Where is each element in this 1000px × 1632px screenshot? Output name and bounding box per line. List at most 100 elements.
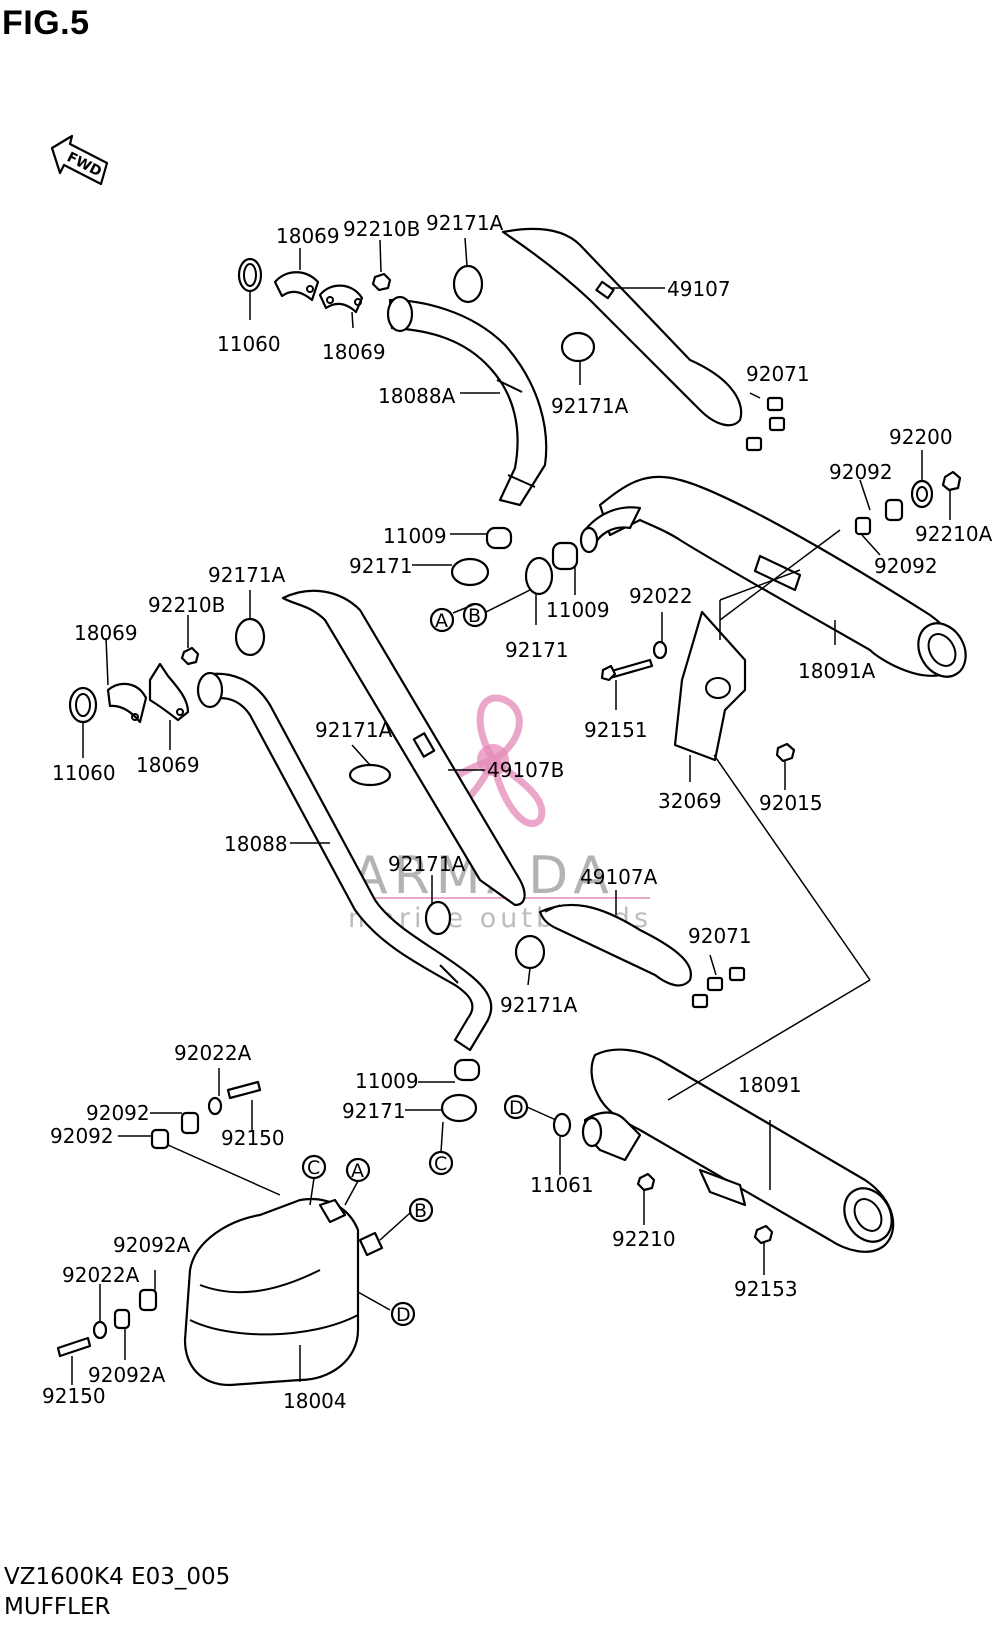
- fwd-arrow-icon: FWD: [50, 134, 109, 186]
- exhaust-pipe-18088: [203, 672, 493, 1052]
- label-92171-top-1: 92171: [349, 554, 413, 578]
- clamp-92171-lower: [440, 1093, 478, 1123]
- section-name: MUFFLER: [4, 1594, 111, 1620]
- ref-a-chamber: A: [351, 1160, 364, 1182]
- muffler-bracket-lower: [698, 1168, 747, 1207]
- bolt-92153: [753, 1224, 774, 1245]
- chamber-18004-assembly: [56, 1080, 384, 1387]
- label-92071-middle: 92071: [688, 924, 752, 948]
- damper-92092-upper: [884, 498, 904, 522]
- ref-a-upper: A: [435, 610, 448, 632]
- washer-92022: [652, 640, 668, 660]
- label-92092-bottom-2: 92092: [50, 1124, 114, 1148]
- label-92171a-middle-1: 92171A: [208, 563, 286, 587]
- label-18088a: 18088A: [378, 384, 456, 408]
- ref-c-chamber: C: [307, 1157, 320, 1179]
- flange-18069-top-b: [318, 284, 364, 314]
- ref-b-chamber: B: [414, 1200, 427, 1222]
- figure-title: FIG.5: [2, 4, 90, 42]
- damper-92092a-lower: [113, 1308, 131, 1330]
- nut-92210b-top: [371, 272, 392, 292]
- clamp-92171-b: [524, 556, 554, 596]
- label-92200: 92200: [889, 425, 953, 449]
- washer-92022a-top: [207, 1096, 223, 1116]
- label-92210b-middle: 92210B: [148, 593, 225, 617]
- washer-92022a-bottom: [92, 1320, 108, 1340]
- label-92171a-middle-3: 92171A: [388, 852, 466, 876]
- exhaust-pipe-18088a: [388, 298, 548, 507]
- ref-d-chamber: D: [396, 1304, 411, 1326]
- muffler-18091-assembly: [440, 1048, 895, 1253]
- flange-18069-top-a: [273, 271, 320, 302]
- label-18069-top-1: 18069: [276, 224, 340, 248]
- label-11009-top-1: 11009: [383, 524, 447, 548]
- reference-markers: A B C D C A B D: [301, 589, 557, 1327]
- label-92171-bottom: 92171: [342, 1099, 406, 1123]
- gasket-11009-a: [485, 526, 513, 550]
- label-92171a-middle-4: 92171A: [500, 993, 578, 1017]
- clamp-92171a-middle-2: [348, 763, 392, 787]
- clamp-92171a-top-1: [452, 264, 484, 304]
- label-92151: 92151: [584, 718, 648, 742]
- label-49107a: 49107A: [580, 865, 658, 889]
- label-92150-bottom: 92150: [42, 1384, 106, 1408]
- label-92071-top: 92071: [746, 362, 810, 386]
- label-92022a-bottom: 92022A: [62, 1263, 140, 1287]
- label-92092-top-2: 92092: [874, 554, 938, 578]
- clamp-92171a-middle-3: [424, 900, 452, 936]
- gasket-11009-lower: [453, 1058, 481, 1082]
- label-92210b-top: 92210B: [343, 217, 420, 241]
- nut-92015: [775, 742, 796, 763]
- label-11060-middle: 11060: [52, 761, 116, 785]
- gasket-11009-b: [551, 541, 579, 571]
- label-92210a: 92210A: [915, 522, 993, 546]
- label-92153: 92153: [734, 1277, 798, 1301]
- label-92171-top-2: 92171: [505, 638, 569, 662]
- rear-exhaust-pipe-assembly: [68, 589, 746, 1052]
- damper-92092-lower: [854, 516, 872, 536]
- label-18088: 18088: [224, 832, 288, 856]
- muffler-18091: [590, 1048, 895, 1253]
- model-code: VZ1600K4 E03_005: [4, 1564, 231, 1590]
- label-92022a-top: 92022A: [174, 1041, 252, 1065]
- front-exhaust-pipe-assembly: [237, 227, 786, 507]
- clamp-92171-a: [450, 557, 490, 587]
- damper-92092a-upper: [138, 1288, 158, 1312]
- clamp-92171a-middle-4: [514, 934, 546, 970]
- label-11061: 11061: [530, 1173, 594, 1197]
- label-18069-middle-1: 18069: [74, 621, 138, 645]
- nut-92210a: [941, 470, 962, 492]
- label-11060-top: 11060: [217, 332, 281, 356]
- pads-92071-middle: [691, 966, 746, 1009]
- label-18004: 18004: [283, 1389, 347, 1413]
- damper-92092-chamber-1: [180, 1111, 200, 1135]
- label-92092a-top: 92092A: [113, 1233, 191, 1257]
- bolt-92150-top: [226, 1080, 262, 1100]
- label-92092-top-1: 92092: [829, 460, 893, 484]
- ref-b-upper: B: [468, 605, 481, 627]
- bracket-32069: [673, 610, 747, 762]
- nut-92210b-middle: [180, 646, 200, 666]
- ref-c-lower: C: [434, 1153, 447, 1175]
- label-18091a: 18091A: [798, 659, 876, 683]
- muffler-bracket-top: [753, 554, 802, 592]
- label-92171a-top-2: 92171A: [551, 394, 629, 418]
- clamp-92171a-top-2: [560, 331, 596, 363]
- label-92092-bottom-1: 92092: [86, 1101, 150, 1125]
- chamber-18004: [183, 1197, 360, 1387]
- label-32069: 32069: [658, 789, 722, 813]
- clamp-92171a-middle-1: [234, 617, 266, 657]
- label-92150-top: 92150: [221, 1126, 285, 1150]
- heat-cover-49107b: [281, 589, 526, 907]
- label-92092a-bottom: 92092A: [88, 1363, 166, 1387]
- heat-cover-49107a: [538, 903, 692, 987]
- label-92171a-top-1: 92171A: [426, 211, 504, 235]
- bolt-92150-bottom: [56, 1336, 92, 1358]
- heat-cover-49107: [501, 227, 743, 427]
- part-labels: 11060 18069 92210B 92171A 49107 18069 18…: [42, 211, 993, 1413]
- flange-18069-middle-a: [106, 682, 148, 724]
- label-49107b: 49107B: [487, 758, 564, 782]
- label-92171a-middle-2: 92171A: [315, 718, 393, 742]
- ref-d-lower: D: [509, 1097, 524, 1119]
- label-18069-middle-2: 18069: [136, 753, 200, 777]
